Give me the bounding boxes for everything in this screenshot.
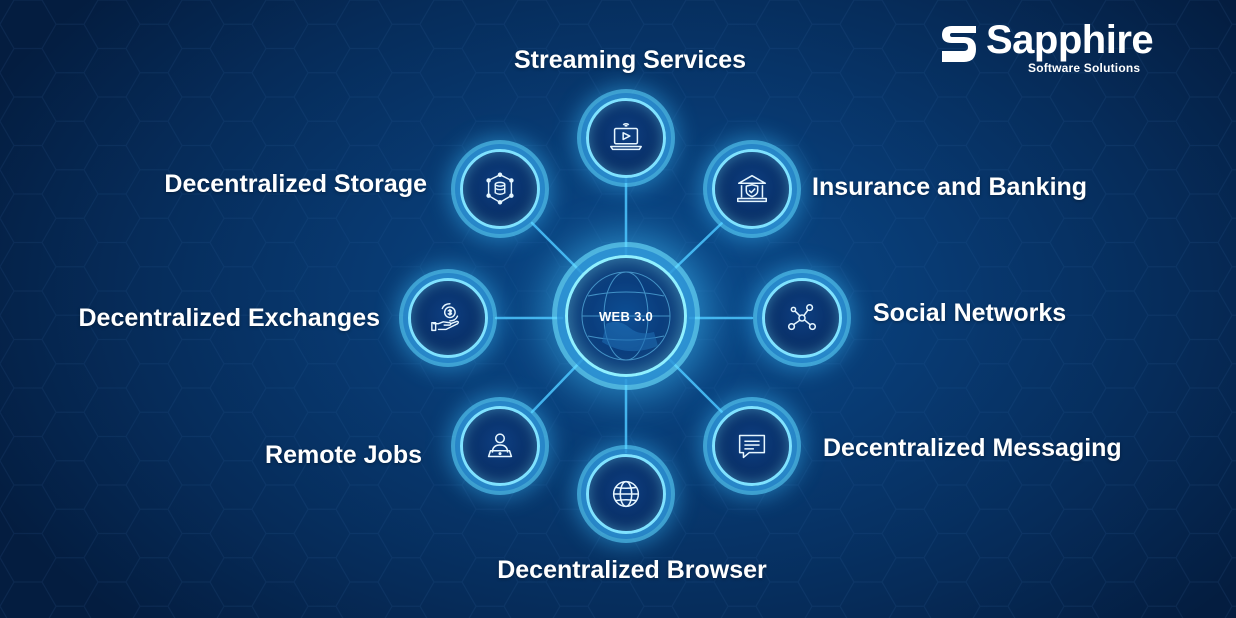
globe-icon [581, 271, 671, 361]
label-decentralized-browser: Decentralized Browser [497, 556, 767, 584]
brand-tagline: Software Solutions [1028, 61, 1141, 75]
label-remote-jobs: Remote Jobs [265, 441, 422, 469]
hand-coin-exchange-icon [431, 303, 460, 332]
label-decentralized-storage: Decentralized Storage [164, 170, 427, 198]
label-insurance-and-banking: Insurance and Banking [812, 173, 1088, 201]
node-social-networks [762, 278, 842, 358]
connector-line [668, 358, 724, 414]
globe-icon [612, 480, 640, 508]
connector-line [668, 221, 724, 275]
label-streaming-services: Streaming Services [513, 46, 747, 74]
bank-shield-icon [736, 174, 768, 203]
connector-line [530, 358, 584, 414]
node-decentralized-browser [586, 454, 666, 534]
chat-message-icon [738, 434, 766, 459]
person-laptop-icon [487, 433, 513, 458]
node-remote-jobs [460, 406, 540, 486]
label-decentralized-messaging: Decentralized Messaging [823, 434, 1122, 462]
label-social-networks: Social Networks [873, 299, 1067, 327]
node-decentralized-messaging [712, 406, 792, 486]
node-decentralized-storage [460, 149, 540, 229]
database-network-icon [486, 172, 514, 205]
network-nodes-icon [787, 303, 817, 331]
brand-logo: Sapphire Software Solutions [938, 20, 1200, 80]
web3-hub: WEB 3.0 [565, 255, 687, 377]
hub-label: WEB 3.0 [598, 308, 654, 324]
sapphire-s-logo-icon [942, 26, 976, 62]
node-decentralized-exchanges [408, 278, 488, 358]
laptop-play-icon [610, 122, 642, 151]
node-streaming-services [586, 98, 666, 178]
label-decentralized-exchanges: Decentralized Exchanges [78, 304, 380, 332]
connector-line [530, 221, 584, 275]
brand-name: Sapphire [986, 18, 1154, 62]
node-insurance-and-banking [712, 149, 792, 229]
